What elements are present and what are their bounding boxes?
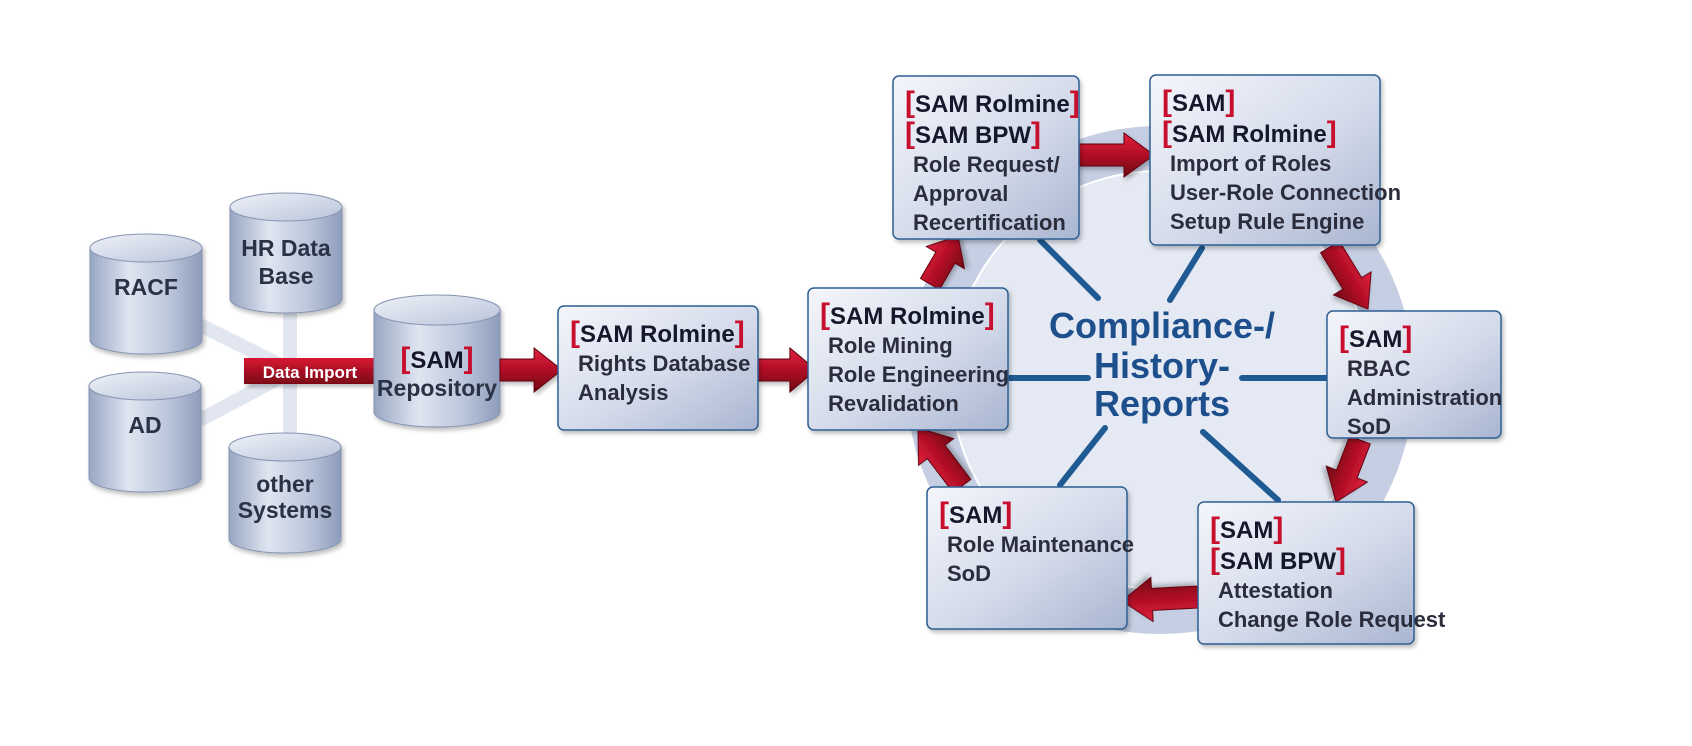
box-tag: [SAM Rolmine] [905, 86, 1080, 119]
center-line: History- [1094, 345, 1230, 386]
arrow-maintenance-to-mining [917, 427, 972, 494]
box-line: Administration [1347, 385, 1502, 410]
box-role-request: [SAM Rolmine][SAM BPW]Role Request/Appro… [892, 75, 1080, 240]
box-line: Analysis [578, 380, 669, 405]
cylinder-label: RACF [114, 274, 178, 300]
repository-label: Repository [377, 375, 497, 401]
box-line: RBAC [1347, 356, 1411, 381]
box-tag: [SAM BPW] [905, 117, 1041, 150]
arrow-mining-to-request [919, 235, 966, 291]
arrow-request-to-import [1077, 132, 1155, 178]
data-import-label: Data Import [263, 363, 358, 382]
data-import-arrow: Data Import [244, 358, 374, 384]
box-line: Role Mining [828, 333, 953, 358]
cylinder-label: other [256, 471, 314, 497]
box-tag: [SAM] [1339, 321, 1412, 354]
process-boxes: [SAM Rolmine]Rights DatabaseAnalysis[SAM… [557, 74, 1502, 645]
center-line: Reports [1094, 383, 1230, 424]
arrow-rights-to-mining [757, 346, 817, 394]
source-cylinder-racf: RACF [89, 233, 203, 355]
cylinder-label: Systems [238, 497, 333, 523]
box-line: Import of Roles [1170, 151, 1331, 176]
source-cylinder-ad: AD [88, 371, 202, 493]
box-line: Role Request/ [913, 152, 1060, 177]
box-line: Role Maintenance [947, 532, 1134, 557]
arrow-import-to-rbac [1319, 240, 1372, 310]
box-line: SoD [947, 561, 991, 586]
box-line: Approval [913, 181, 1008, 206]
cycle-spokes [1007, 237, 1348, 503]
box-line: Setup Rule Engine [1170, 209, 1364, 234]
sam-repository: [SAM]Repository [373, 294, 501, 428]
svg-text:Compliance-/History-Reports: Compliance-/History-Reports [1049, 305, 1275, 424]
box-line: Attestation [1218, 578, 1333, 603]
box-tag: [SAM Rolmine] [1162, 116, 1337, 149]
box-line: Revalidation [828, 391, 959, 416]
box-tag: [SAM] [1162, 85, 1235, 118]
cylinder-label: Base [259, 263, 314, 289]
repository-tag: [SAM] [400, 342, 473, 375]
box-line: Recertification [913, 210, 1066, 235]
box-line: Change Role Request [1218, 607, 1446, 632]
arrow-attestation-to-maintenance [1121, 576, 1200, 623]
cylinder-label: AD [128, 412, 161, 438]
box-tag: [SAM BPW] [1210, 543, 1346, 576]
flow-arrows [499, 132, 1372, 623]
box-import-roles: [SAM][SAM Rolmine]Import of RolesUser-Ro… [1149, 74, 1401, 246]
box-tag: [SAM Rolmine] [820, 298, 995, 331]
cylinder-label: HR Data [241, 235, 331, 261]
box-line: Role Engineering [828, 362, 1009, 387]
center-reports-label: Compliance-/History-Reports [1049, 305, 1275, 424]
arrow-repository-to-rights [499, 346, 563, 394]
box-tag: [SAM Rolmine] [570, 316, 745, 349]
box-line: Rights Database [578, 351, 750, 376]
box-tag: [SAM] [939, 497, 1012, 530]
box-line: SoD [1347, 414, 1391, 439]
box-line: User-Role Connection [1170, 180, 1401, 205]
box-tag: [SAM] [1210, 512, 1283, 545]
center-line: Compliance-/ [1049, 305, 1275, 346]
repository-cylinder: [SAM]Repository [373, 294, 501, 428]
arrow-rbac-to-attestation [1325, 435, 1371, 503]
